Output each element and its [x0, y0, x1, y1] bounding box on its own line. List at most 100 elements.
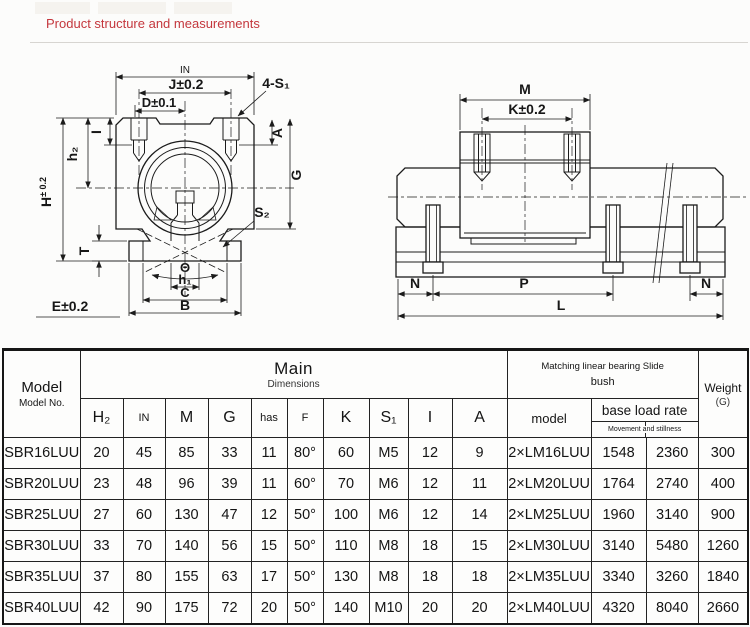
dim-label-h1: h₁: [178, 272, 191, 287]
dim-label-h2: h₂: [64, 147, 80, 162]
cell-load_move: 1764: [590, 468, 647, 501]
cell-load_still: 3260: [645, 561, 699, 594]
cell-model: SBR35LUU: [2, 561, 81, 594]
cell-a: 15: [451, 530, 508, 563]
theta-line: [136, 228, 228, 274]
main-header-line2: Dimensions: [267, 379, 320, 390]
cell-model: SBR30LUU: [2, 530, 81, 563]
cell-i: 20: [407, 592, 453, 625]
cell-k: 110: [322, 530, 370, 563]
cell-has: 11: [250, 468, 288, 501]
col-header-A: A: [451, 398, 508, 438]
bore-circle-middle: [144, 147, 226, 229]
cell-bush: 2×LM35LUU: [506, 561, 592, 594]
cell-bush: 2×LM40LUU: [506, 592, 592, 625]
cell-weight: 300: [697, 436, 749, 470]
col-header-base-load-rate: base load rate: [590, 398, 699, 422]
cell-h2: 42: [79, 592, 124, 625]
col-header-has: has: [250, 398, 288, 438]
col-header-I: I: [407, 398, 453, 438]
main-header-line1: Main: [274, 359, 313, 378]
dim-label-G: G: [288, 169, 304, 180]
cell-g: 39: [207, 468, 252, 501]
col-header-G: G: [207, 398, 252, 438]
dim-label-P: P: [519, 275, 528, 291]
cell-has: 20: [250, 592, 288, 625]
cell-weight: 1840: [697, 561, 749, 594]
cell-bush: 2×LM16LUU: [506, 436, 592, 470]
cell-has: 15: [250, 530, 288, 563]
shaft-support-rib: [170, 190, 200, 241]
block-body-outline: [115, 117, 255, 262]
watermark-ghost: [35, 2, 90, 14]
dim-label-S2: S₂: [254, 204, 270, 220]
weight-header-line2: (G): [715, 396, 731, 408]
dim-label-J: J±0.2: [169, 76, 204, 92]
chamfer-wedge-left: [153, 206, 173, 221]
cell-in: 48: [122, 468, 166, 501]
cell-load_move: 3340: [590, 561, 647, 594]
col-header-H2: H₂: [79, 398, 124, 438]
cell-m: 155: [164, 561, 209, 594]
cell-a: 9: [451, 436, 508, 470]
cell-in: 45: [122, 436, 166, 470]
col-header-model: Model Model No.: [2, 349, 81, 438]
cell-bush: 2×LM20LUU: [506, 468, 592, 501]
cell-load_still: 8040: [645, 592, 699, 625]
dim-label-T: T: [76, 246, 92, 255]
dim-label-K: K±0.2: [508, 101, 545, 117]
cell-f: 60°: [286, 468, 324, 501]
dim-label-A: A: [269, 128, 285, 138]
col-header-F: F: [286, 398, 324, 438]
cell-f: 50°: [286, 561, 324, 594]
bore-circle-outer: [137, 140, 233, 236]
dim-label-theta: Θ: [180, 260, 190, 275]
cell-g: 33: [207, 436, 252, 470]
side-view-drawing: M K±0.2 N P N L: [388, 81, 746, 320]
cell-weight: 900: [697, 499, 749, 532]
cell-model: SBR20LUU: [2, 468, 81, 501]
dim-label-4S1: 4-S₁: [262, 75, 290, 91]
spec-table: Model Model No. Main Dimensions Matching…: [2, 348, 750, 625]
break-line: [658, 162, 674, 284]
cell-bush: 2×LM30LUU: [506, 530, 592, 563]
break-line: [652, 162, 668, 284]
cell-load_still: 3140: [645, 499, 699, 532]
cell-model: SBR25LUU: [2, 499, 81, 532]
cell-load_move: 1960: [590, 499, 647, 532]
cell-k: 130: [322, 561, 370, 594]
col-header-IN: IN: [122, 398, 166, 438]
leader-S2: [222, 220, 255, 248]
cell-h2: 23: [79, 468, 124, 501]
cell-i: 12: [407, 468, 453, 501]
block-bottom-tab: [470, 237, 577, 245]
dim-label-E: E±0.2: [52, 298, 89, 314]
cell-h2: 27: [79, 499, 124, 532]
cell-g: 56: [207, 530, 252, 563]
cell-h2: 37: [79, 561, 124, 594]
col-header-bush-model: model: [506, 398, 592, 438]
cell-s1: M8: [368, 561, 409, 594]
leader-4S1: [237, 90, 267, 117]
col-header-M: M: [164, 398, 209, 438]
cell-k: 100: [322, 499, 370, 532]
base-screw: [679, 204, 701, 274]
cell-has: 11: [250, 436, 288, 470]
dim-label-N-left: N: [410, 275, 420, 291]
cell-k: 140: [322, 592, 370, 625]
cell-weight: 1260: [697, 530, 749, 563]
watermark-ghost: [98, 2, 166, 14]
cell-load_move: 1548: [590, 436, 647, 470]
dim-label-B: B: [180, 297, 190, 313]
cell-a: 20: [451, 592, 508, 625]
cell-g: 47: [207, 499, 252, 532]
cell-load_still: 2740: [645, 468, 699, 501]
base-screw: [422, 204, 444, 274]
front-view-drawing: IN J±0.2 D±0.1 4-S₁ I h₂ H± 0.2 T A G S₂: [36, 65, 304, 318]
dim-label-H: H± 0.2: [38, 177, 54, 207]
